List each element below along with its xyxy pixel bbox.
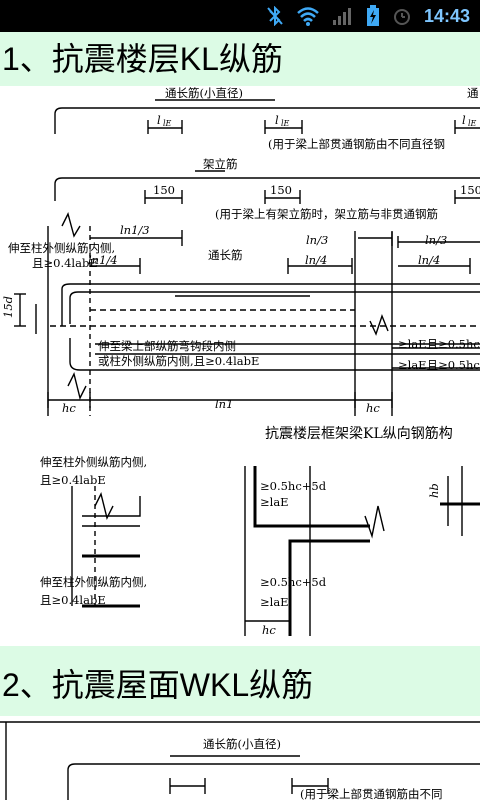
svg-text:150: 150 [460,183,480,197]
svg-text:lE: lE [468,119,477,128]
note-erect: (用于梁上有架立筋时，架立筋与非贯通钢筋 [215,207,438,221]
svg-text:lE: lE [281,119,290,128]
section-title-2: 2、抗震屋面WKL纵筋 [0,646,480,716]
kl-drawing: 通长筋(小直径) 通 l lE l lE l lE (用于梁上部贯通钢筋由不同直… [1,86,480,637]
extend-col-note-2: 且≥0.4labE [32,256,98,270]
svg-text:≥0.5hc+5d: ≥0.5hc+5d [260,575,327,589]
wkl-rebar-diagram[interactable]: 通长筋(小直径) (用于梁上部贯通钢筋由不同 [0,716,480,801]
svg-text:(用于梁上部贯通钢筋由不同: (用于梁上部贯通钢筋由不同 [300,787,443,800]
svg-text:ln/3: ln/3 [425,233,447,247]
svg-text:150: 150 [270,183,292,197]
svg-text:ln1: ln1 [215,397,233,411]
svg-text:通长筋(小直径): 通长筋(小直径) [203,737,281,751]
svg-text:≥laE: ≥laE [260,495,289,509]
svg-text:ln/4: ln/4 [418,253,440,267]
signal-icon [332,8,351,25]
erect-label: 架立筋 [203,157,238,171]
extend-beam-note-1: 伸至梁上部纵筋弯钩段内侧 [98,339,236,353]
right-note-2: ≥laE且≥0.5hc [398,358,480,372]
svg-text:ln/3: ln/3 [306,233,328,247]
extend-col-note-1: 伸至柱外侧纵筋内侧, [8,241,115,255]
svg-text:hb: hb [427,483,441,498]
svg-text:≥0.5hc+5d: ≥0.5hc+5d [260,479,327,493]
bluetooth-off-icon [267,6,283,26]
svg-text:l: l [462,113,466,127]
kl-rebar-diagram[interactable]: 通长筋(小直径) 通 l lE l lE l lE (用于梁上部贯通钢筋由不同直… [0,86,480,646]
svg-text:且≥0.4labE: 且≥0.4labE [40,473,106,487]
note-through: (用于梁上部贯通钢筋由不同直径钢 [268,137,445,151]
status-time: 14:43 [423,5,470,26]
svg-text:通: 通 [467,86,479,100]
alarm-icon [393,9,410,25]
svg-text:lE: lE [163,119,172,128]
svg-text:ln1/3: ln1/3 [120,223,150,237]
wkl-drawing: 通长筋(小直径) (用于梁上部贯通钢筋由不同 [0,721,480,801]
svg-text:l: l [275,113,279,127]
svg-text:且≥0.4labE: 且≥0.4labE [40,593,106,607]
wifi-icon [297,7,319,26]
diagram-caption: 抗震楼层框架梁KL纵向钢筋构 [265,425,453,442]
through-label: 通长筋 [208,248,243,262]
top-rebar-label: 通长筋(小直径) [165,86,243,100]
right-note-1: ≥laE且≥0.5hc+ [398,337,480,351]
svg-text:伸至柱外侧纵筋内侧,: 伸至柱外侧纵筋内侧, [40,455,147,469]
svg-text:ln1/4: ln1/4 [88,253,118,267]
section-title-1: 1、抗震楼层KL纵筋 [0,32,480,86]
svg-text:hc: hc [62,401,76,415]
svg-text:伸至柱外侧纵筋内侧,: 伸至柱外侧纵筋内侧, [40,575,147,589]
svg-text:≥laE: ≥laE [260,595,289,609]
svg-text:hc: hc [366,401,380,415]
svg-text:ln/4: ln/4 [305,253,327,267]
svg-text:150: 150 [153,183,175,197]
extend-beam-note-2: 或柱外侧纵筋内侧,且≥0.4labE [98,354,259,368]
svg-text:hc: hc [262,623,276,637]
svg-text:15d: 15d [1,296,15,318]
status-bar: 14:43 [0,0,480,32]
battery-charging-icon [366,5,379,26]
svg-text:l: l [157,113,161,127]
